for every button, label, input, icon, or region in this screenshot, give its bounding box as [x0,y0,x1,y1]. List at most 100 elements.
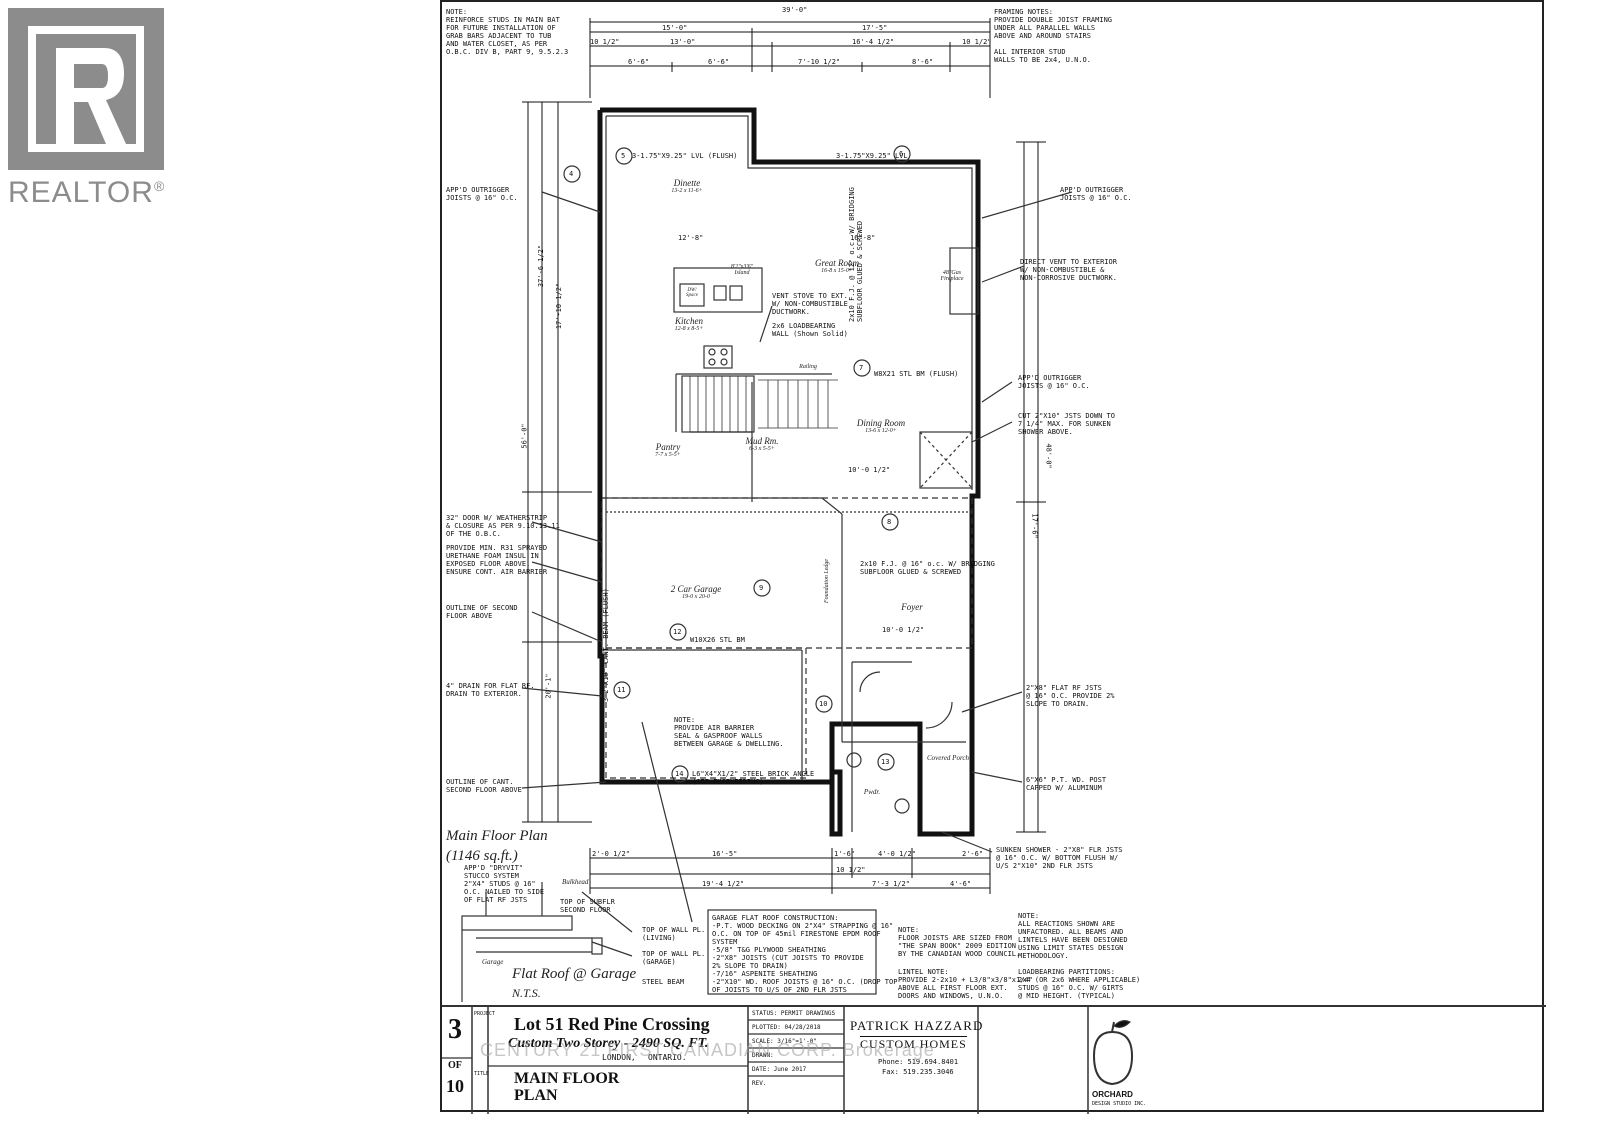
company-name-1: PATRICK HAZZARD [850,1018,984,1033]
project-subtitle: Custom Two Storey - 2490 SQ. FT. [508,1036,709,1051]
dim-bot-d: 4'-0 1/2" [878,850,916,858]
dim-top-c: 10 1/2" [590,38,620,46]
callout-4: 4 [569,170,574,178]
note-top-wall-living: TOP OF WALL PL. (LIVING) [642,926,706,942]
note-vent-stove: VENT STOVE TO EXT. W/ NON-COMBUSTIBLE DU… [772,292,848,316]
note-lintel: LINTEL NOTE: PROVIDE 2-2x10 + L3/8"x3/8"… [898,968,1033,1000]
dim-top-d: 13'-0" [670,38,696,46]
realtor-wordmark: REALTOR® [8,176,166,209]
callout-6: 6 [899,150,904,158]
detail-title: Flat Roof @ Garage [512,966,637,982]
note-sunken-shower: SUNKEN SHOWER - 2"X8" FLR JSTS @ 16" O.C… [996,846,1123,870]
note-door-weatherstrip: 32" DOOR W/ WEATHERSTRIP & CLOSURE AS PE… [446,514,560,538]
beam-cant: 3-2"X10" CANT. BEAM (FLUSH) [602,588,610,702]
dim-top-j: 8'-6" [912,58,934,66]
dim-bot-f: 19'-4 1/2" [702,880,745,888]
note-post: 6"X6" P.T. WD. POST CAPPED W/ ALUMINUM [1026,776,1107,792]
sheet-of: OF [448,1060,462,1071]
callout-13: 13 [881,758,890,766]
note-reactions: NOTE: ALL REACTIONS SHOWN ARE UNFACTORED… [1018,912,1128,960]
dim-bot-g: 7'-3 1/2" [872,880,910,888]
detail-scale: N.T.S. [512,986,541,1000]
fixture-foundation-ledge: Foundation Ledge [824,558,830,604]
company-phone: Phone: 519.694.8401 [878,1058,959,1066]
title-label: TITLE [474,1071,490,1077]
room-covered-porch: Covered Porch [926,754,970,762]
room-powder: Pwdr. [863,788,881,796]
callout-14: 14 [675,770,684,778]
note-grab-bars: NOTE: REINFORCE STUDS IN MAIN BAT FOR FU… [446,8,569,56]
status: STATUS: PERMIT DRAWINGS [752,1010,836,1017]
callout-12: 12 [673,628,682,636]
note-drain: 4" DRAIN FOR FLAT RF. DRAIN TO EXTERIOR. [446,682,535,698]
dim-top-g: 6'-6" [628,58,650,66]
designer-name: ORCHARD [1092,1090,1133,1099]
revision: REV. [752,1080,767,1087]
dim-top-i: 7'-10 1/2" [798,58,841,66]
plotted: PLOTTED: 04/28/2018 [752,1024,821,1031]
dim-left-b: 17'-10 1/2" [555,282,564,330]
project-label: PROJECT [474,1011,496,1017]
fixture-dishwasher: DW/ Space [686,288,698,298]
dim-mid-b: 16'-8" [850,234,876,242]
room-mud-room: Mud Rm.6-3 x 5-5+ [745,436,779,452]
company-fax: Fax: 519.235.3046 [882,1068,954,1076]
note-top-subfloor: TOP OF SUBFLR SECOND FLOOR [560,898,615,914]
note-loadbearing-wall: 2x6 LOADBEARING WALL (Shown Solid) [772,322,848,338]
fixture-railing: Railing [799,364,817,370]
note-outline-second-floor: OUTLINE OF SECOND FLOOR ABOVE [446,604,518,620]
blueprint-sheet: NOTE: REINFORCE STUDS IN MAIN BAT FOR FU… [440,0,1546,1114]
designer-sub: DESIGN STUDIO INC. [1092,1101,1147,1107]
note-foam-insulation: PROVIDE MIN. R31 SPRAYED URETHANE FOAM I… [446,544,548,576]
date: DATE: June 2017 [752,1066,807,1073]
callout-5: 5 [621,152,626,160]
dim-top-h: 6'-6" [708,58,730,66]
dim-right-total: 48'-0" [1044,443,1053,469]
drawing-title: MAIN FLOOR PLAN [514,1070,620,1104]
dim-bot-e: 2'-6" [962,850,984,858]
note-steel-beam: STEEL BEAM [642,978,685,986]
callout-9: 9 [759,584,764,592]
brokerage-watermark: CENTURY 21 FIRST CANADIAN CORP. Brokerag… [480,1040,935,1060]
dim-overall-width: 39'-0" [782,6,808,14]
dim-left-total: 56'-0" [520,423,529,449]
note-loadbearing-partitions: LOADBEARING PARTITIONS: 2x4 (OR 2x6 WHER… [1018,968,1141,1000]
sheet-number: 3 [448,1014,462,1045]
dim-mid-d: 10'-0 1/2" [882,626,925,634]
plan-title: Main Floor Plan [446,828,548,844]
scale: SCALE: 3/16"=1'-0" [752,1038,818,1045]
callout-8: 8 [887,518,892,526]
joists-great-room: 2x10 F.J. @ 12" o.c. W/ BRIDGING SUBFLOO… [848,187,864,322]
note-garage-roof: GARAGE FLAT ROOF CONSTRUCTION: -P.T. WOO… [712,914,898,994]
note-direct-vent: DIRECT VENT TO EXTERIOR W/ NON-COMBUSTIB… [1020,258,1117,282]
note-outrigger-right: APP'D OUTRIGGER JOISTS @ 16" O.C. [1060,186,1132,202]
beam-lvl-right: 3-1.75"X9.25" LVL [836,152,908,160]
label-bulkhead: Bulkhead [562,878,589,886]
note-framing: FRAMING NOTES: PROVIDE DOUBLE JOIST FRAM… [994,8,1113,64]
note-outrigger-right-2: APP'D OUTRIGGER JOISTS @ 16" O.C. [1018,374,1090,390]
callout-11: 11 [617,686,626,694]
beam-lvl-left: 3-1.75"X9.25" LVL (FLUSH) [632,152,738,160]
note-outline-cant: OUTLINE OF CANT. SECOND FLOOR ABOVE [446,778,522,794]
dim-bot-b: 16'-5" [712,850,738,858]
realtor-logo: REALTOR® [8,8,168,210]
company-name-2: CUSTOM HOMES [860,1036,967,1051]
beam-w10x26: W10X26 STL BM [690,636,745,644]
plan-area: (1146 sq.ft.) [446,848,518,864]
callout-7: 7 [859,364,864,372]
dim-top-a: 15'-0" [662,24,688,32]
dim-top-b: 17'-5" [862,24,888,32]
dim-left-c: 20'-1" [544,673,553,699]
dim-left-a: 37'-6 1/2" [537,244,546,288]
project-city: LONDON, [602,1053,636,1062]
drawn: DRAWN: [752,1052,774,1059]
dim-mid-a: 12'-8" [678,234,704,242]
floor-plan-drawing [442,18,1546,1114]
note-outrigger-left: APP'D OUTRIGGER JOISTS @ 16" O.C. [446,186,518,202]
beam-steel-angle: L6"X4"X1/2" STEEL BRICK ANGLE (SEE ENGIN… [692,770,815,786]
